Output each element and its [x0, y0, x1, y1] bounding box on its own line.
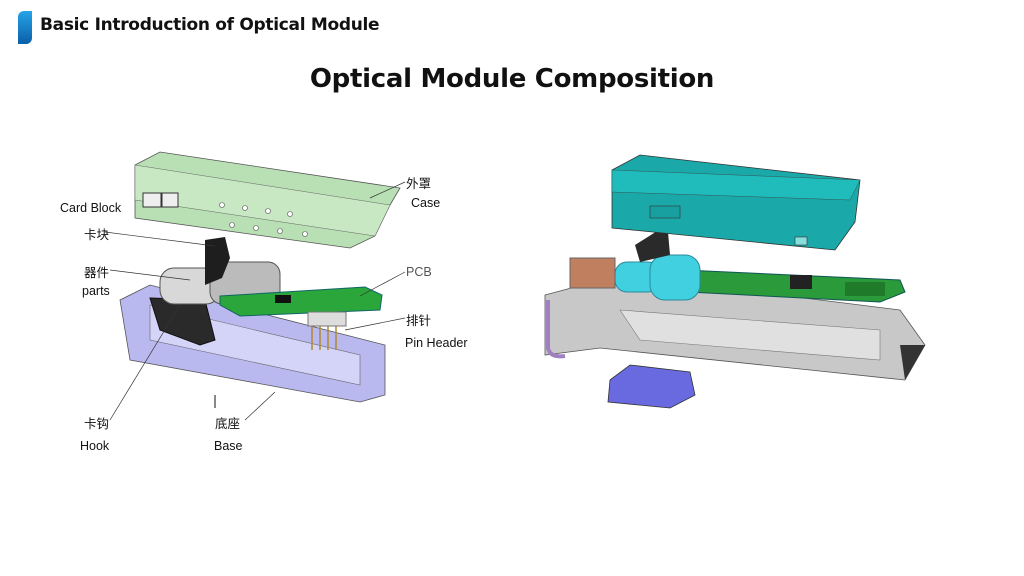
- right-clip-part: [607, 364, 696, 409]
- right-optical-component: [569, 254, 701, 301]
- card-block-part: [205, 237, 230, 285]
- label-card-block-en: Card Block: [60, 201, 122, 215]
- right-base-part: [544, 274, 926, 381]
- right-card-block: [635, 228, 670, 262]
- label-base-en: Base: [214, 439, 243, 453]
- label-parts-en: parts: [82, 284, 110, 298]
- label-pin-header-en: Pin Header: [405, 336, 468, 350]
- slide-title: Optical Module Composition: [309, 64, 715, 94]
- label-hook-cn: 卡钩: [84, 417, 110, 431]
- header-accent-bar: [18, 11, 32, 44]
- label-pcb: PCB: [406, 265, 432, 279]
- pcb-part: [219, 286, 383, 350]
- label-parts-cn: 器件: [84, 266, 110, 280]
- label-case-cn: 外罩: [406, 177, 432, 191]
- label-case-en: Case: [411, 196, 441, 210]
- label-card-block-cn: 卡块: [84, 228, 110, 242]
- label-pin-header-cn: 排针: [406, 314, 432, 328]
- case-part: [134, 151, 401, 249]
- header-title: Basic Introduction of Optical Module: [40, 15, 380, 35]
- right-case-part: [611, 154, 861, 251]
- label-hook-en: Hook: [80, 439, 110, 453]
- label-base-cn: 底座: [215, 417, 241, 431]
